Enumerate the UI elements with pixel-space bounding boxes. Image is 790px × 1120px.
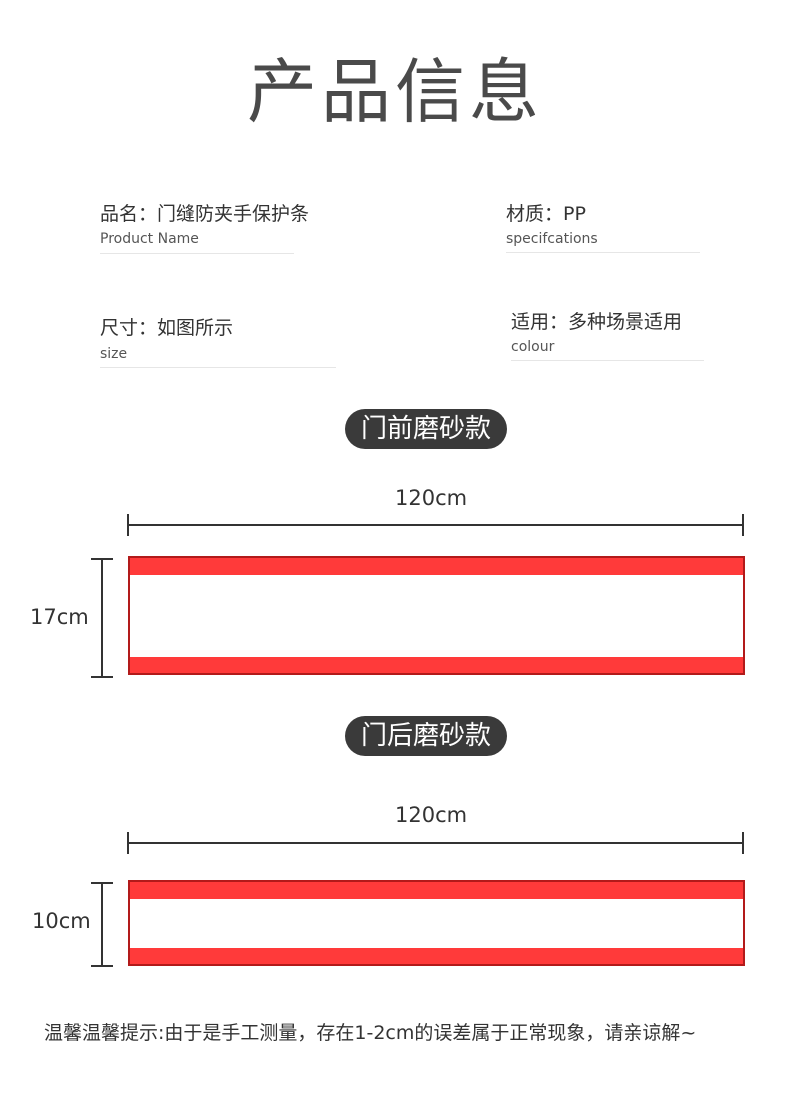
material-en: specifcations <box>506 231 598 247</box>
product-name-en: Product Name <box>100 231 199 247</box>
back-width-tick-left <box>127 832 129 854</box>
product-name: 品名：门缝防夹手保护条 <box>100 203 310 225</box>
page-title: 产品信息 <box>247 51 543 133</box>
front-height-line <box>101 559 103 678</box>
back-width-label: 120cm <box>395 803 468 827</box>
front-width-label: 120cm <box>395 486 468 510</box>
usage-en: colour <box>511 339 555 355</box>
divider <box>511 360 704 361</box>
usage: 适用：多种场景适用 <box>511 311 683 333</box>
measurement-note: 温馨温馨提示:由于是手工测量，存在1-2cm的误差属于正常现象，请亲谅解~ <box>44 1022 697 1044</box>
size-en: size <box>100 346 128 362</box>
divider <box>506 252 700 253</box>
front-height-tick-bottom <box>91 676 113 678</box>
divider <box>100 253 294 254</box>
back-strip <box>128 880 745 966</box>
back-style-badge: 门后磨砂款 <box>345 716 507 756</box>
back-strip-top-band <box>130 882 743 899</box>
size: 尺寸：如图所示 <box>100 317 234 339</box>
front-height-tick-top <box>91 558 113 560</box>
front-height-label: 17cm <box>30 605 89 629</box>
front-width-line <box>128 524 744 526</box>
front-width-tick-right <box>742 514 744 536</box>
back-width-tick-right <box>742 832 744 854</box>
front-style-badge: 门前磨砂款 <box>345 409 507 449</box>
back-height-line <box>101 883 103 967</box>
divider <box>100 367 336 368</box>
front-strip-top-band <box>130 558 743 575</box>
back-height-tick-bottom <box>91 965 113 967</box>
front-strip-bottom-band <box>130 657 743 673</box>
material: 材质：PP <box>506 203 586 225</box>
back-height-label: 10cm <box>32 909 91 933</box>
back-strip-bottom-band <box>130 948 743 964</box>
back-width-line <box>128 842 744 844</box>
front-strip <box>128 556 745 675</box>
front-width-tick-left <box>127 514 129 536</box>
back-height-tick-top <box>91 882 113 884</box>
